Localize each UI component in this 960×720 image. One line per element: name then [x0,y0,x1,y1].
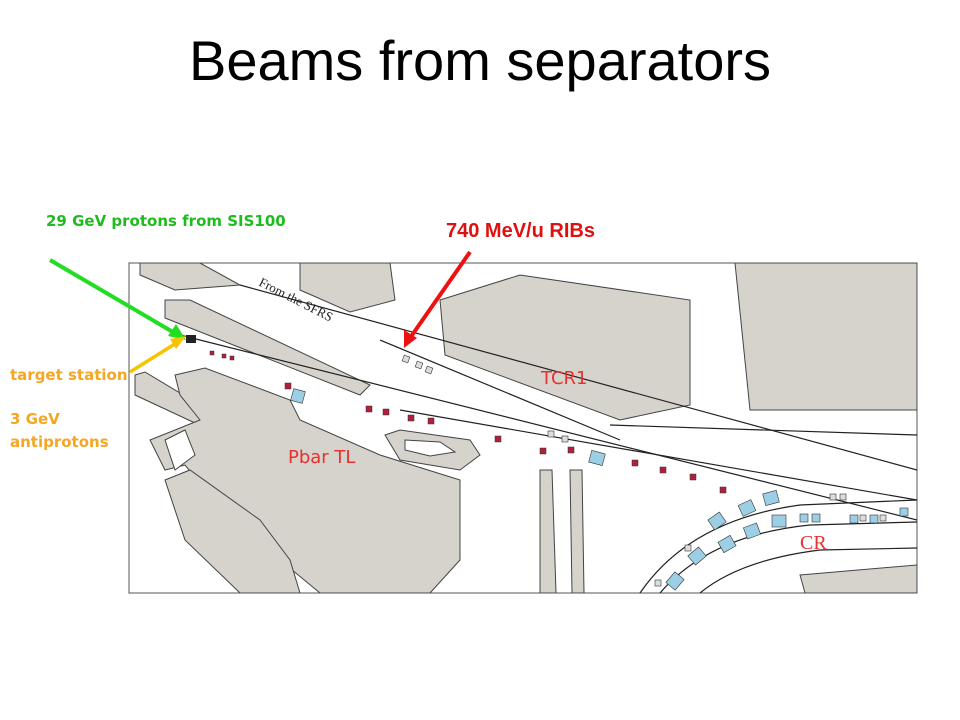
tcr1-line [399,409,917,501]
proton-arrow [48,258,180,337]
building-top-mid [299,263,396,313]
target-inner [404,439,457,457]
rib-line [379,339,621,441]
building-tcr1 [439,274,691,421]
building-wedge [164,299,371,396]
page-title: Beams from separators [189,29,771,92]
cr-ring-outer [639,499,917,593]
cr-label: CR [800,532,827,554]
building-hall-bottom [799,564,917,593]
tcr1-label: TCR1 [541,368,588,389]
pbar-line [179,334,917,521]
dipole-magnet-icon [290,388,306,404]
pbar-tl-label: Pbar TL [288,447,356,468]
building-pbar-hall [149,367,461,593]
antiprotons-label: 3 GeV antiprotons [10,410,109,451]
sfrs-line [239,284,917,471]
building-notch [164,429,196,471]
target-arrow [129,340,179,374]
rib-arrow [408,250,472,340]
building-strip-bottom2 [569,469,585,593]
ribs-label: 740 MeV/u RIBs [446,220,595,242]
building-bottom-left [164,469,301,593]
building-strip-bottom [539,469,557,593]
protons-label: 29 GeV protons from SIS100 [46,212,286,230]
quadrupole-magnet-icon [401,354,411,364]
building-top-left [139,263,242,291]
target-station-label: target station [10,366,128,384]
building-right [734,263,917,411]
